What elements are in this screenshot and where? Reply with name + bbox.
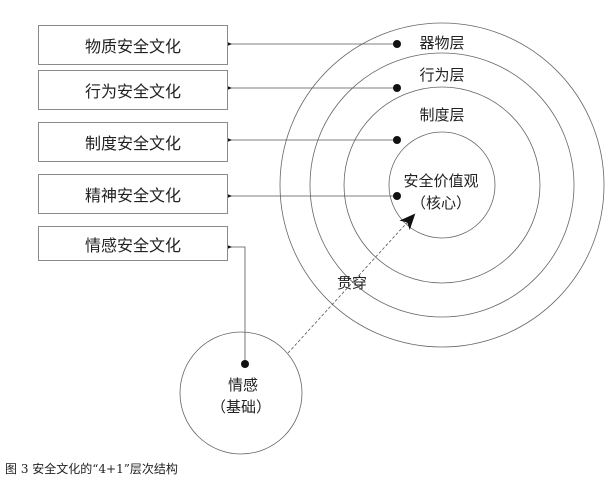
label-core-sub: （核心） bbox=[410, 194, 472, 212]
label-artifact-layer: 器物层 bbox=[419, 34, 465, 52]
label-base-sub: （基础） bbox=[210, 398, 272, 416]
core-circle bbox=[388, 131, 496, 239]
label-base-title: 情感 bbox=[227, 376, 259, 394]
box-institution-culture: 制度安全文化 bbox=[38, 122, 228, 162]
box-behavior-culture: 行为安全文化 bbox=[38, 70, 228, 110]
ring-behavior-layer bbox=[309, 52, 575, 318]
arrow-emotion bbox=[220, 242, 246, 364]
label-behavior-layer: 行为层 bbox=[419, 66, 465, 84]
label-through: 贯穿 bbox=[336, 274, 368, 292]
dot-emotion bbox=[241, 360, 249, 368]
dot-institution bbox=[393, 136, 401, 144]
outer-ring-artifact-layer bbox=[279, 22, 605, 348]
box-spirit-culture: 精神安全文化 bbox=[38, 174, 228, 214]
box-material-culture: 物质安全文化 bbox=[38, 25, 228, 65]
box-emotion-culture: 情感安全文化 bbox=[38, 226, 228, 261]
figure-caption: 图 3 安全文化的“4+1”层次结构 bbox=[5, 462, 178, 476]
label-institution-layer: 制度层 bbox=[419, 106, 465, 124]
dot-spirit bbox=[393, 192, 401, 200]
label-core-title: 安全价值观 bbox=[403, 172, 479, 190]
arrow-through-dashed bbox=[287, 213, 416, 354]
dot-behavior bbox=[393, 84, 401, 92]
ring-institution-layer bbox=[343, 86, 541, 284]
dot-material bbox=[393, 40, 401, 48]
base-circle bbox=[179, 331, 303, 455]
